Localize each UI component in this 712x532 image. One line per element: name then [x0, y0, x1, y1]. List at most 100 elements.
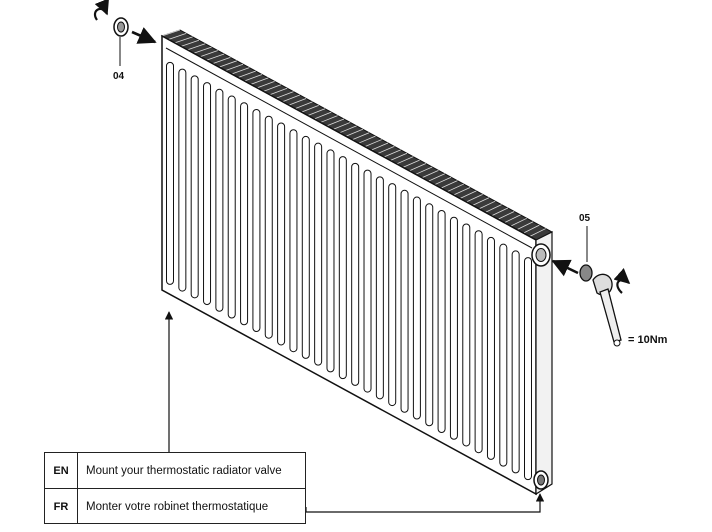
- grille-line: [326, 118, 345, 127]
- grille-line: [339, 125, 357, 134]
- radiator-channel: [227, 95, 236, 319]
- grille-line: [453, 187, 471, 196]
- radiator-channel: [289, 129, 298, 353]
- radiator-channel: [166, 61, 174, 285]
- grille-line: [364, 139, 382, 148]
- grille-line: [294, 101, 313, 109]
- grille-line: [313, 111, 332, 120]
- radiator-channel: [190, 75, 199, 299]
- grille-line: [409, 163, 427, 172]
- grille-line: [390, 152, 408, 161]
- grille-line: [193, 46, 212, 54]
- radiator-channel: [375, 176, 384, 400]
- grille-line: [485, 204, 502, 213]
- bottom-connector: [305, 493, 545, 513]
- upper-right-port: [531, 243, 551, 267]
- grille-line: [447, 183, 464, 192]
- radiator-channel: [412, 196, 421, 420]
- grille-line: [472, 197, 490, 206]
- grille-hatching: [161, 29, 553, 241]
- grille-line: [320, 115, 338, 123]
- grille-line: [459, 190, 477, 199]
- radiator-side-face: [535, 231, 553, 496]
- grille-line: [491, 207, 509, 217]
- grille-line: [174, 36, 193, 44]
- radiator-channel: [437, 210, 446, 434]
- instruction-table: EN Mount your thermostatic radiator valv…: [44, 452, 306, 524]
- grille-line: [415, 166, 433, 175]
- grille-line: [504, 214, 521, 224]
- part-05-label: 05: [579, 213, 591, 224]
- radiator-channel: [400, 189, 409, 413]
- grille-line: [263, 84, 282, 92]
- instruction-text: Monter votre robinet thermostatique: [86, 500, 269, 513]
- radiator-channel: [388, 183, 397, 407]
- radiator-channel: [203, 82, 212, 306]
- grille-line: [225, 63, 244, 71]
- radiator-channel: [240, 102, 249, 326]
- radiator-channel: [178, 68, 187, 292]
- radiator-channel: [511, 250, 520, 474]
- grille-line: [199, 50, 218, 58]
- radiator-channel: [363, 169, 372, 393]
- grille-line: [529, 228, 546, 237]
- grille-line: [440, 180, 458, 189]
- instruction-row-en: EN Mount your thermostatic radiator valv…: [45, 453, 305, 489]
- part-04-plug: 04: [93, 0, 157, 82]
- radiator-channels: [166, 61, 532, 481]
- radiator-channel: [215, 88, 224, 312]
- grille-line: [421, 170, 439, 179]
- callout-connectors: [164, 311, 545, 513]
- grille-line: [345, 128, 363, 137]
- grille-line: [282, 94, 300, 103]
- radiator-top-edge: [165, 47, 533, 249]
- radiator-channel: [524, 257, 532, 481]
- grille-line: [383, 149, 401, 158]
- rotate-arrow-icon: [93, 0, 109, 21]
- grille-line: [377, 146, 395, 154]
- grille-line: [212, 57, 231, 65]
- grille-line: [396, 156, 414, 165]
- part-04-label: 04: [113, 71, 125, 82]
- grille-line: [250, 77, 269, 85]
- grille-line: [269, 87, 288, 96]
- radiator-channel: [301, 135, 310, 359]
- part-05-valve: 05 = 10Nm: [551, 213, 668, 347]
- grille-line: [358, 135, 376, 144]
- grille-line: [307, 108, 326, 116]
- grille-line: [301, 104, 319, 113]
- grille-line: [478, 200, 496, 210]
- grille-line: [371, 142, 389, 151]
- grille-line: [256, 80, 275, 89]
- language-code: FR: [45, 489, 78, 524]
- radiator-channel: [252, 108, 261, 332]
- grille-line: [402, 159, 420, 168]
- grille-line: [428, 173, 445, 182]
- radiator-channel: [462, 223, 471, 447]
- radiator: [160, 29, 554, 496]
- grille-line: [516, 221, 534, 230]
- grille-line: [206, 53, 225, 61]
- radiator-channel: [351, 162, 360, 386]
- grille-line: [333, 122, 351, 130]
- radiator-channel: [338, 156, 347, 380]
- rotate-arrow-icon: [613, 268, 631, 294]
- torque-label: = 10Nm: [628, 334, 668, 346]
- radiator-channel: [264, 115, 273, 339]
- grille-line: [275, 91, 294, 99]
- insert-arrow-icon: [551, 259, 579, 277]
- radiator-channel: [486, 236, 495, 460]
- grille-line: [237, 70, 256, 78]
- grille-line: [510, 217, 527, 227]
- instruction-text: Mount your thermostatic radiator valve: [86, 464, 282, 477]
- radiator-channel: [499, 243, 508, 467]
- grille-line: [288, 98, 307, 106]
- radiator-channel: [425, 203, 434, 427]
- grille-line: [244, 74, 263, 82]
- insert-arrow-icon: [131, 27, 157, 44]
- instruction-row-fr: FR Monter votre robinet thermostatique: [45, 489, 305, 524]
- grille-line: [352, 132, 370, 141]
- grille-line: [168, 33, 187, 40]
- wrench-icon: [592, 273, 622, 347]
- radiator-channel: [277, 122, 286, 346]
